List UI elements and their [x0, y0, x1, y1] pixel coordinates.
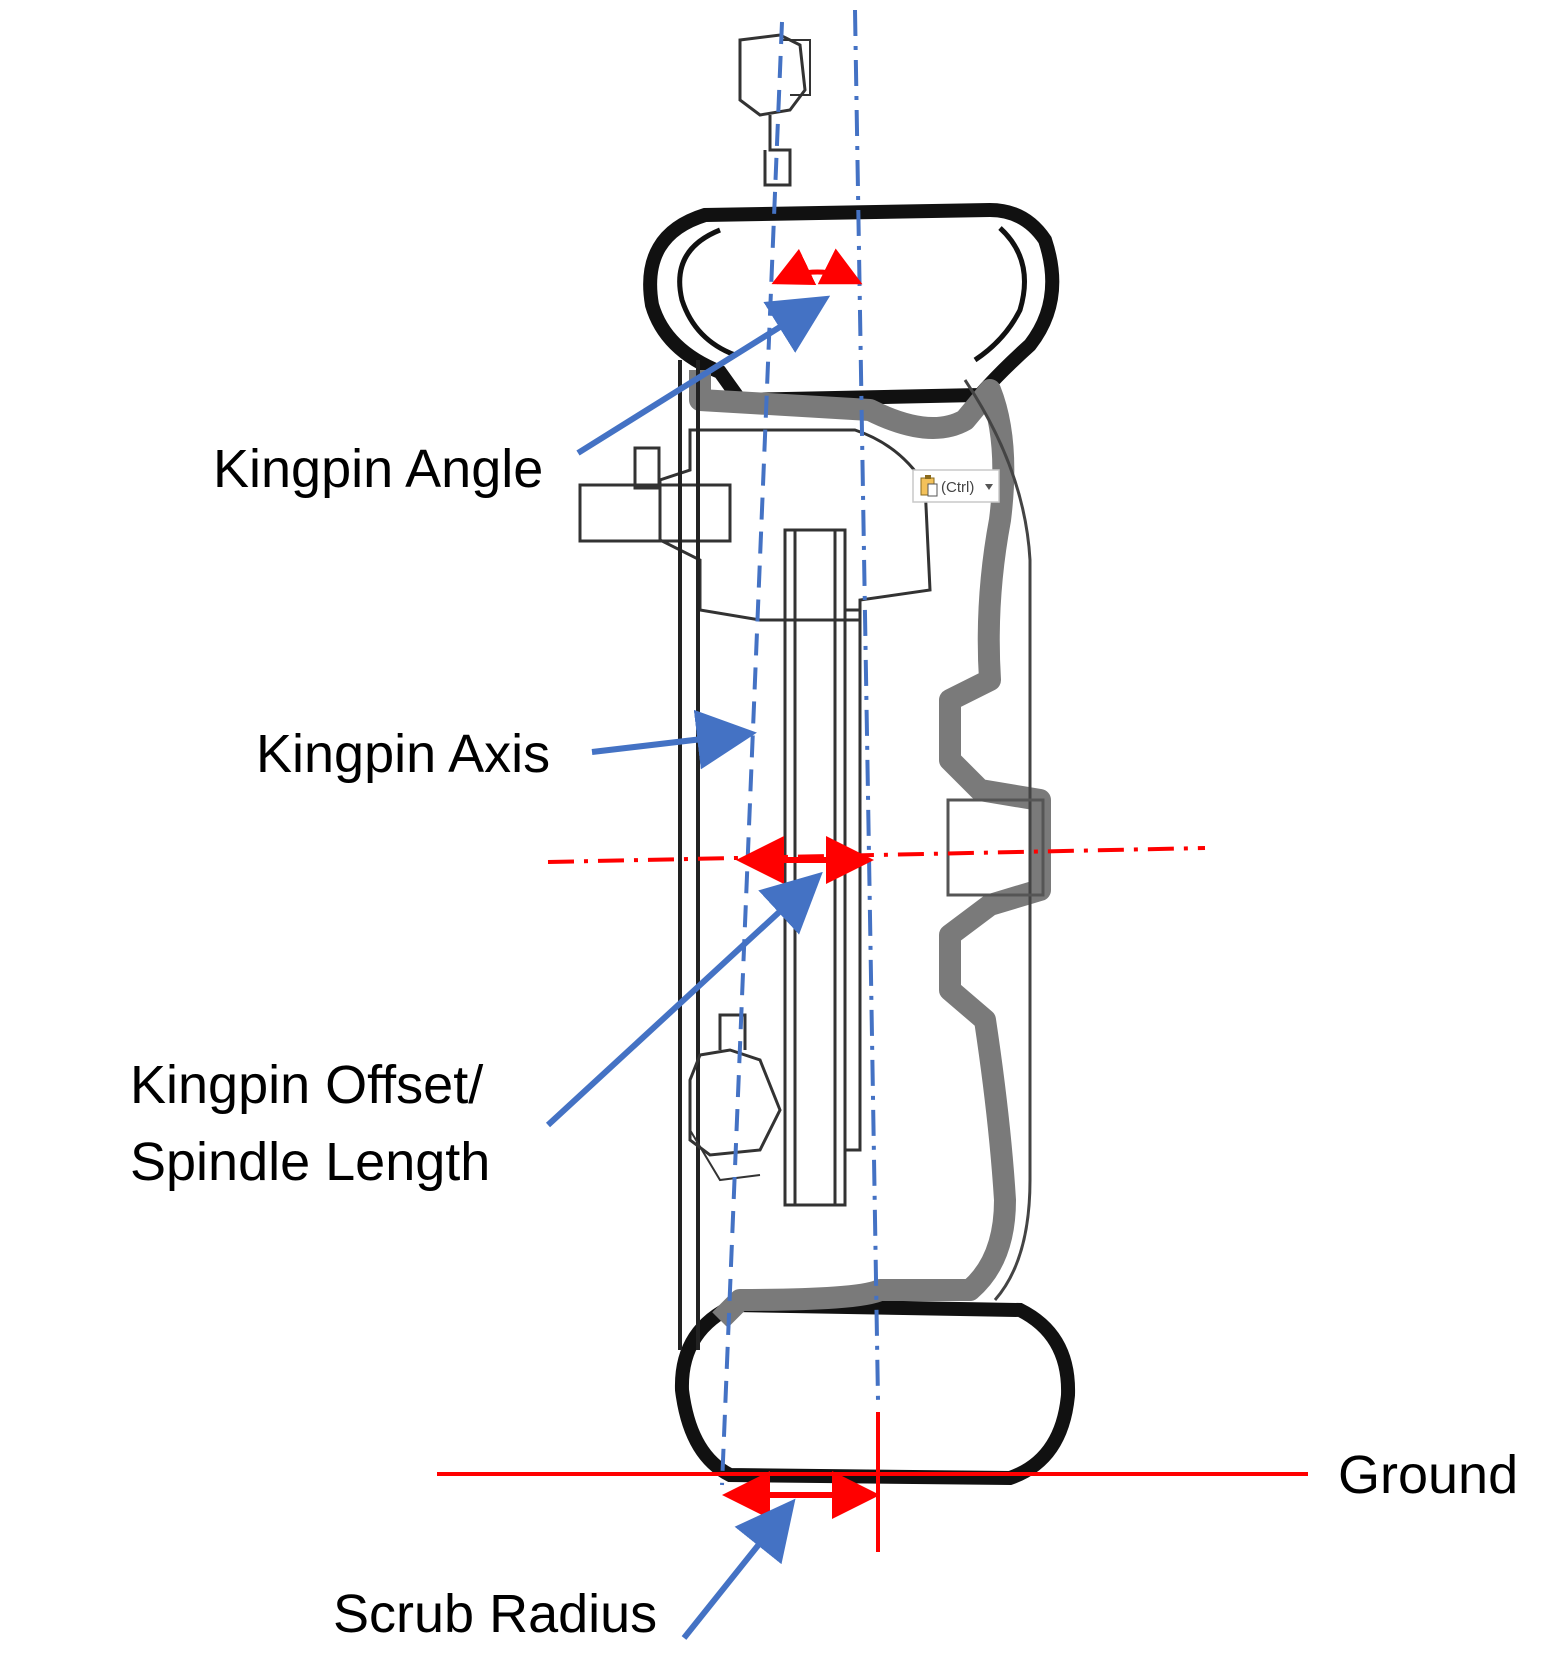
- kingpin-angle-arc: [771, 248, 863, 286]
- tire-bottom-section: [674, 1297, 1076, 1486]
- clipboard-icon: [920, 475, 938, 497]
- frame-rail: [678, 360, 700, 1350]
- kingpin-axis-line: [720, 21, 784, 1486]
- wheel-assembly: [643, 202, 1076, 1486]
- ground-label: Ground: [1338, 1445, 1518, 1505]
- scrub-radius-label: Scrub Radius: [333, 1584, 657, 1644]
- knuckle-assembly: [578, 33, 932, 1350]
- hub: [946, 798, 1045, 897]
- kingpin-offset-label-line1: Kingpin Offset/: [130, 1055, 483, 1115]
- kingpin-offset-label-line2: Spindle Length: [130, 1132, 490, 1192]
- kingpin-axis-label: Kingpin Axis: [256, 724, 550, 784]
- wheel-centerline: [853, 9, 880, 1401]
- tie-rod-end: [578, 483, 732, 543]
- kingpin-angle-leader: [576, 295, 831, 456]
- paste-options-label: (Ctrl): [941, 479, 974, 496]
- rim-profile: [689, 370, 1051, 1328]
- spindle-centerline: [547, 846, 1206, 864]
- kingpin-angle-label: Kingpin Angle: [213, 439, 543, 499]
- chevron-down-icon: [985, 484, 993, 490]
- kingpin-axis-leader: [591, 709, 757, 770]
- paste-options-button[interactable]: (Ctrl): [912, 469, 1000, 503]
- spindle: [783, 528, 847, 1207]
- scrub-radius-leader: [681, 1498, 796, 1640]
- kingpin-offset-leader: [545, 871, 823, 1128]
